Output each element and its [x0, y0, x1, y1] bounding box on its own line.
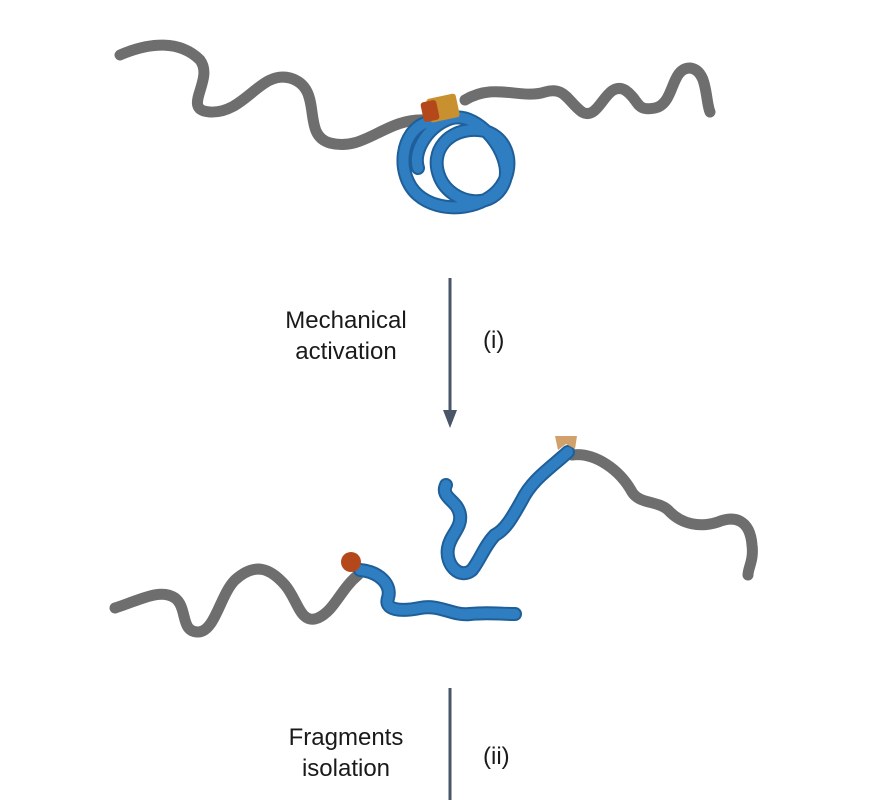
step-2-number: (ii) [483, 743, 510, 770]
fragment-right-polymer [566, 449, 758, 581]
step-2-label-line-1: Fragments [288, 724, 404, 751]
step-1-label: Mechanical activation [256, 305, 436, 367]
fragment-left-stopper [341, 552, 361, 572]
fragment-right [437, 436, 758, 581]
arrow-step-1 [443, 278, 457, 428]
stopper-block [420, 93, 460, 123]
fragment-left-polymer [109, 563, 364, 638]
step-1-label-line-2: activation [295, 338, 397, 365]
fragment-right-knot-strand [439, 447, 573, 579]
fragment-left [109, 552, 522, 638]
step-2-label-line-2: isolation [301, 755, 391, 782]
step-1-number: (i) [483, 327, 505, 354]
polymer-strand-left [114, 39, 431, 150]
knotted-polymer [114, 39, 716, 215]
fragment-left-knot-strand [355, 565, 520, 620]
trefoil-knot [396, 110, 516, 215]
fragment-right-cap [555, 436, 577, 450]
polymer-strand-right [459, 62, 716, 119]
step-2-label: Fragments isolation [256, 722, 436, 784]
step-1-label-line-1: Mechanical [285, 307, 407, 334]
